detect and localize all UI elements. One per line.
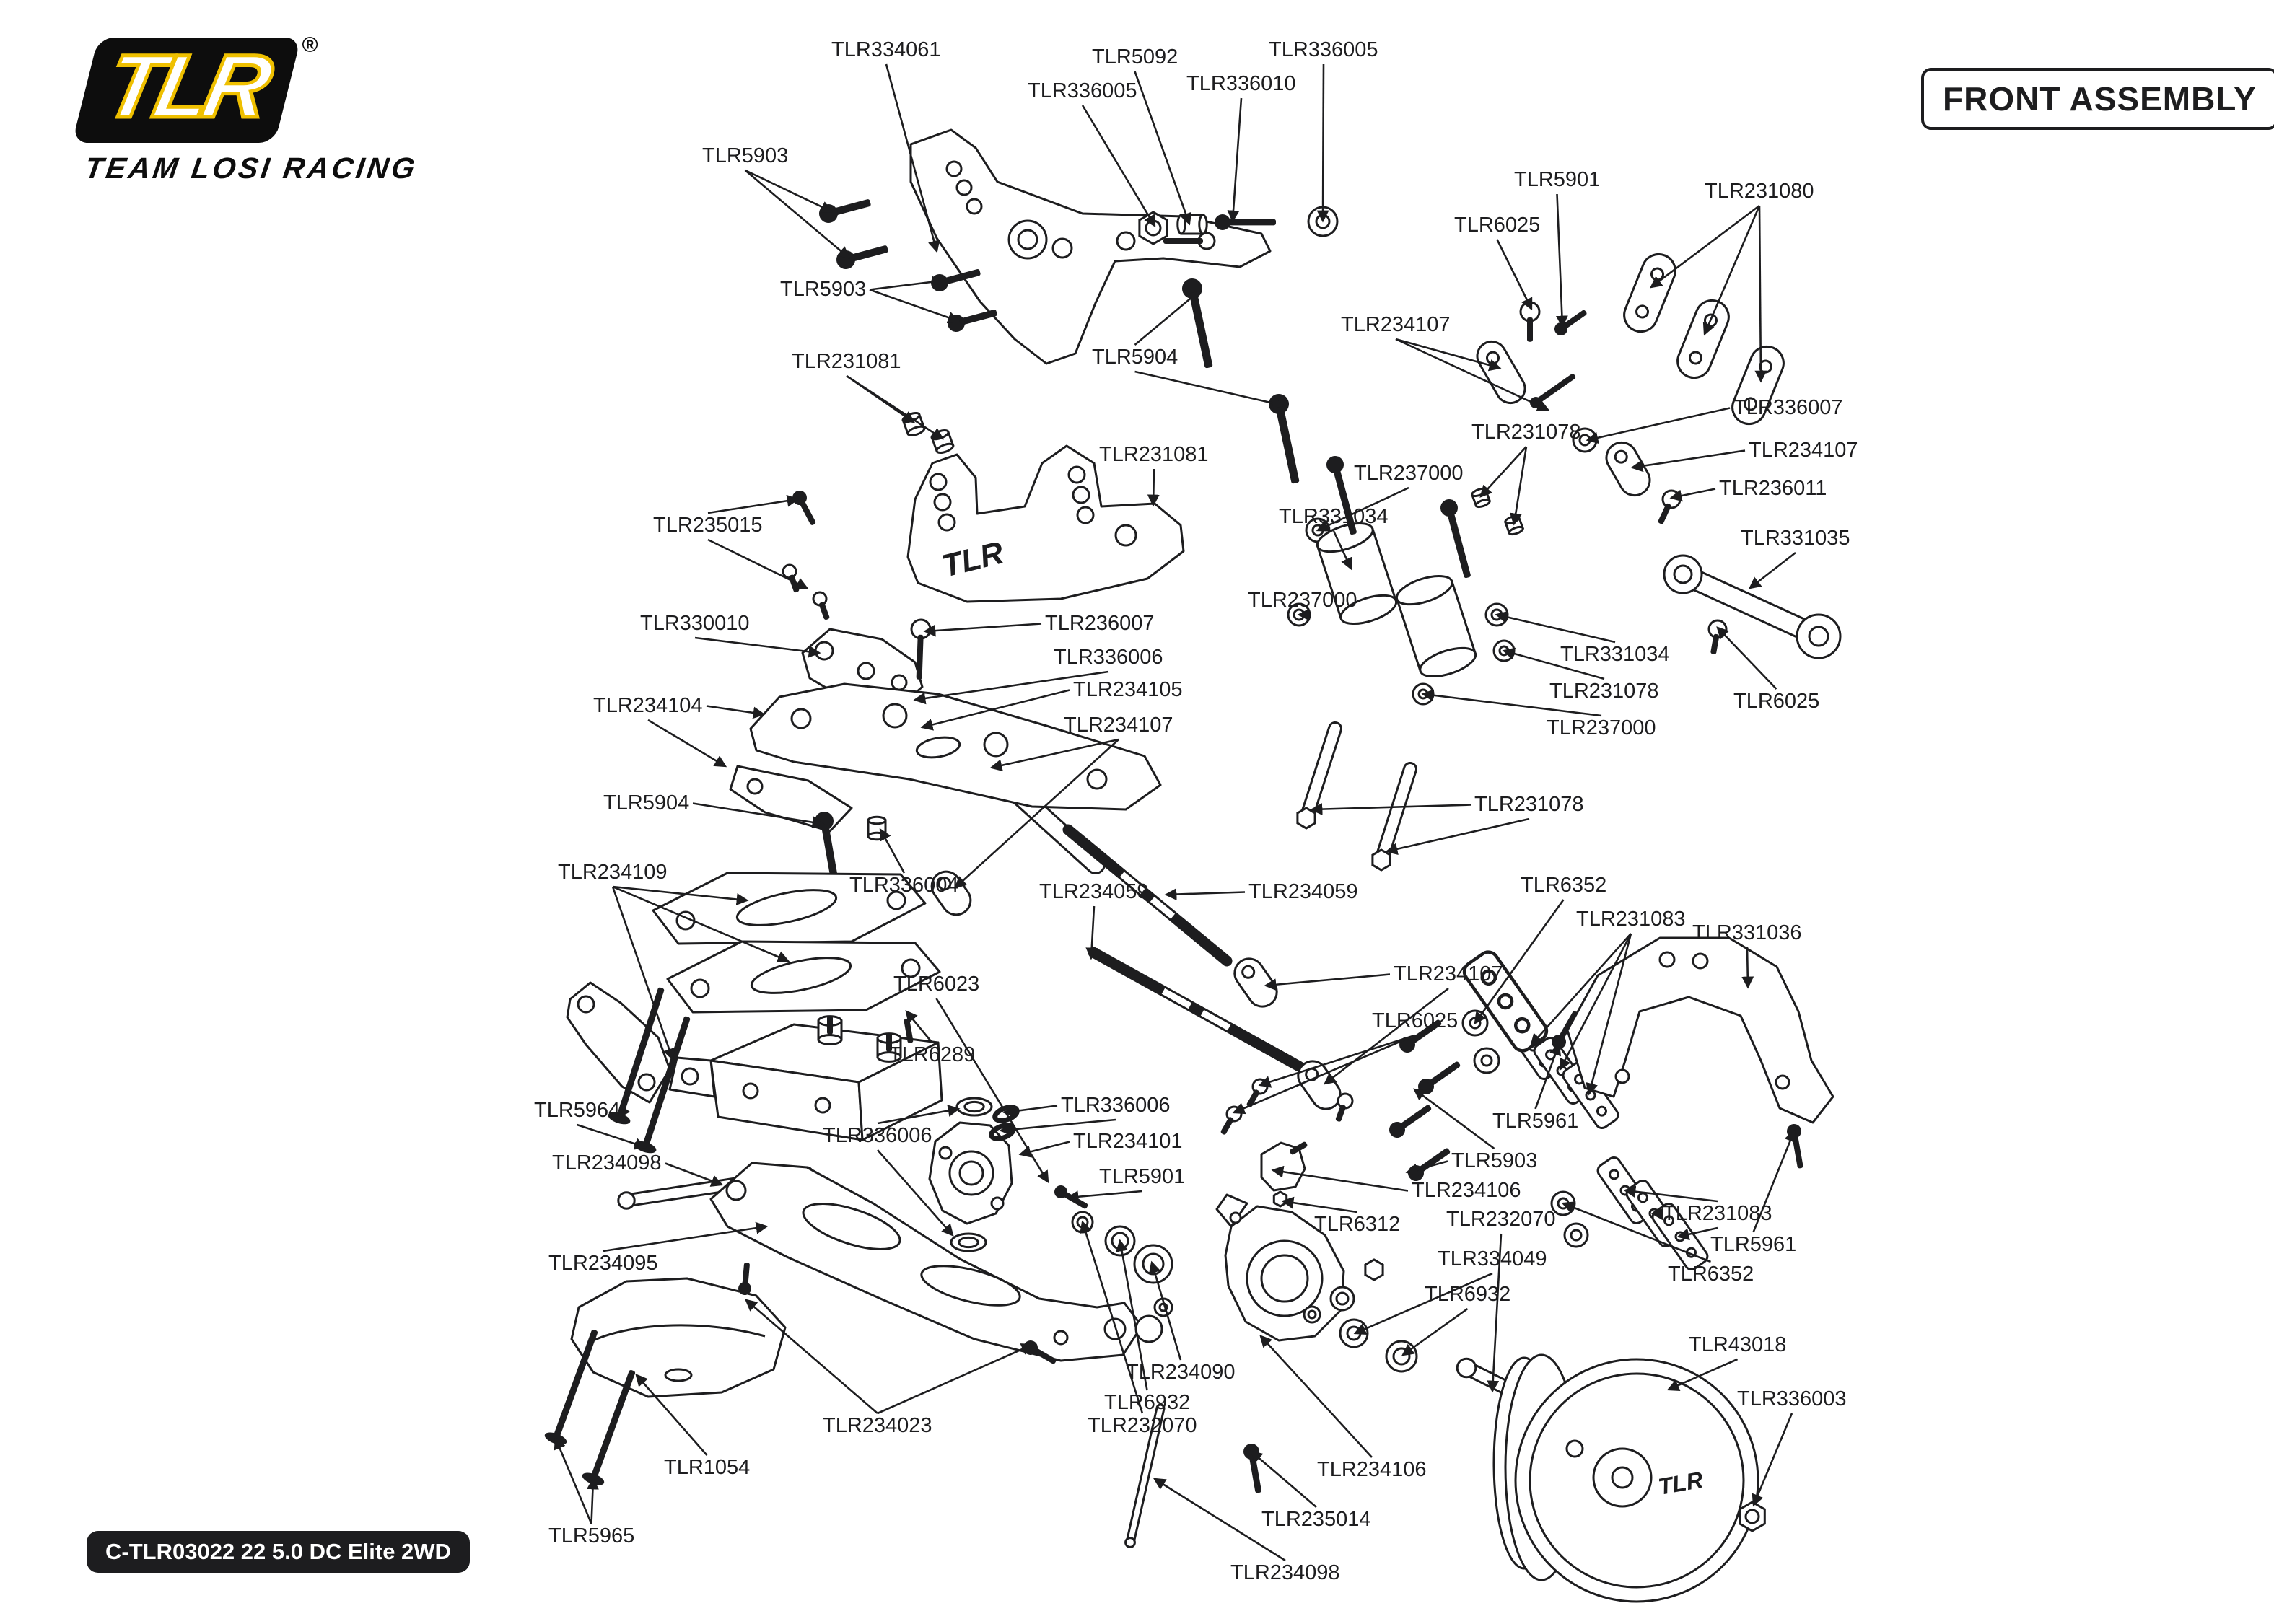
part-label: TLR5961	[1492, 1110, 1579, 1133]
part-label: TLR234107	[1749, 439, 1858, 462]
kit-id-badge: C-TLR03022 22 5.0 DC Elite 2WD	[87, 1531, 470, 1573]
part-label: TLR231078	[1474, 793, 1584, 816]
part-label: TLR231080	[1705, 180, 1814, 203]
part-label: TLR237000	[1248, 589, 1357, 612]
part-label: TLR235014	[1261, 1508, 1371, 1531]
part-label: TLR6352	[1668, 1263, 1754, 1286]
part-label: TLR234106	[1412, 1179, 1521, 1202]
part-label: TLR6312	[1314, 1213, 1401, 1236]
part-label: TLR5903	[1451, 1149, 1538, 1172]
part-label: TLR234107	[1341, 313, 1451, 336]
page-title: FRONT ASSEMBLY	[1921, 68, 2274, 130]
part-label: TLR330010	[640, 612, 750, 635]
part-label: TLR6025	[1733, 690, 1820, 713]
part-label: TLR331034	[1560, 643, 1670, 666]
part-label: TLR236011	[1719, 477, 1827, 500]
part-label: TLR336006	[823, 1124, 932, 1147]
part-label: TLR234105	[1073, 678, 1183, 701]
part-label: TLR231083	[1663, 1202, 1772, 1225]
part-label: TLR237000	[1547, 716, 1656, 739]
part-label: TLR5903	[702, 144, 789, 167]
part-label: TLR5965	[548, 1524, 635, 1548]
part-label: TLR1054	[664, 1456, 751, 1479]
part-label: TLR231083	[1576, 908, 1686, 931]
part-label: TLR235015	[653, 514, 763, 537]
part-label: TLR234098	[1230, 1561, 1340, 1584]
part-label: TLR331035	[1741, 527, 1850, 550]
part-label: TLR231078	[1471, 421, 1581, 444]
part-label: TLR5904	[1092, 346, 1178, 369]
part-label: TLR5901	[1514, 168, 1601, 191]
part-label: TLR234090	[1126, 1361, 1236, 1384]
part-label: TLR5903	[780, 278, 867, 301]
part-label: TLR336006	[1061, 1094, 1171, 1117]
part-label: TLR5904	[603, 791, 690, 815]
part-label: TLR6932	[1425, 1283, 1511, 1306]
part-label: TLR334061	[831, 38, 941, 61]
part-label: TLR234104	[593, 694, 703, 717]
part-label: TLR336007	[1733, 396, 1843, 419]
part-label: TLR234107	[1394, 962, 1503, 986]
part-label: TLR336003	[1737, 1387, 1847, 1410]
part-label: TLR232070	[1446, 1208, 1556, 1231]
part-label: TLR331036	[1692, 921, 1802, 944]
part-label: TLR5961	[1710, 1233, 1797, 1256]
part-label: TLR231081	[1099, 443, 1209, 466]
part-label: TLR234095	[548, 1252, 658, 1275]
part-label: TLR234098	[552, 1151, 662, 1175]
part-label: TLR234107	[1064, 714, 1173, 737]
part-label: TLR336010	[1186, 72, 1296, 95]
part-label: TLR5901	[1099, 1165, 1186, 1188]
part-label: TLR234101	[1073, 1130, 1183, 1153]
part-label: TLR234023	[823, 1414, 932, 1437]
part-label: TLR5092	[1092, 45, 1178, 69]
part-label: TLR43018	[1689, 1333, 1787, 1356]
parts-layer	[544, 128, 1842, 1603]
part-label: TLR336006	[1054, 646, 1163, 669]
part-label: TLR336005	[1269, 38, 1378, 61]
leader-lines	[554, 63, 1796, 1562]
part-label: TLR6932	[1104, 1391, 1191, 1414]
part-label: TLR6352	[1521, 874, 1607, 897]
part-label: TLR231081	[792, 350, 901, 373]
part-label: TLR232070	[1088, 1414, 1197, 1437]
part-label: TLR234109	[558, 861, 668, 884]
part-label: TLR234059	[1039, 880, 1149, 903]
part-label: TLR5964	[534, 1099, 621, 1122]
part-label: TLR234106	[1317, 1458, 1427, 1481]
part-label: TLR236007	[1045, 612, 1155, 635]
part-label: TLR336004	[849, 874, 959, 897]
part-label: TLR231078	[1549, 680, 1659, 703]
part-label: TLR237000	[1354, 462, 1464, 485]
part-label: TLR6023	[893, 973, 980, 996]
part-label: TLR234059	[1248, 880, 1358, 903]
part-label: TLR6289	[889, 1043, 976, 1066]
part-label: TLR6025	[1454, 214, 1541, 237]
part-label: TLR334049	[1438, 1247, 1547, 1270]
part-label: TLR336005	[1028, 79, 1137, 102]
part-label: TLR331034	[1279, 505, 1389, 528]
part-label: TLR6025	[1372, 1009, 1459, 1032]
